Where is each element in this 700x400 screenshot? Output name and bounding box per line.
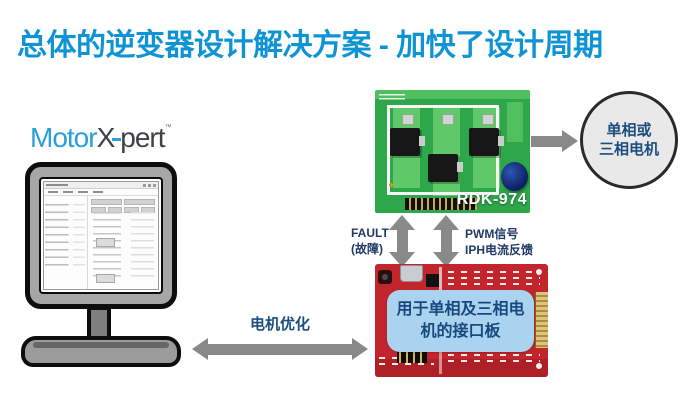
pcb-marker: [389, 183, 393, 187]
logo-trademark: ™: [164, 124, 172, 131]
maximize-icon: [148, 183, 151, 187]
app-form-fields: [93, 210, 154, 285]
pwm-label-line2: IPH电流反馈: [465, 242, 534, 257]
pwm-signal-arrow: [433, 215, 459, 267]
pcb-pad: [482, 114, 494, 125]
menu-item: [93, 191, 103, 193]
monitor-screen: [39, 177, 163, 294]
app-control-panel: [88, 196, 158, 289]
motorxpert-app-window: [43, 181, 159, 290]
inverter-board-photo: RDK-974: [375, 90, 530, 213]
caption-line1: 用于单相及三相电: [396, 301, 525, 319]
fault-label: FAULT (故障): [351, 226, 389, 257]
capacitor: [501, 162, 528, 191]
app-tabs-row1: [91, 199, 155, 205]
monitor-base: [21, 336, 181, 367]
edge-connector: [535, 292, 548, 348]
power-transistor: [390, 128, 425, 156]
pin-labels: [448, 277, 540, 279]
fault-signal-arrow: [389, 215, 415, 267]
motor-label-line2: 三相电机: [598, 141, 659, 158]
push-button: [378, 270, 392, 284]
pcb-slot: [439, 267, 442, 305]
arrow-shaft: [531, 135, 562, 147]
motor-label-line1: 单相或: [606, 121, 652, 139]
tab: [124, 199, 155, 205]
tab: [91, 199, 123, 205]
monitor-neck: [87, 306, 111, 340]
pin-labels: [379, 363, 434, 365]
caption-line2: 机的接口板: [420, 323, 501, 340]
pwm-label-line1: PWM信号: [465, 227, 519, 241]
minimize-icon: [143, 183, 146, 187]
app-title-text: [46, 184, 68, 186]
fault-label-line1: FAULT: [351, 226, 389, 240]
pin-labels: [448, 354, 540, 356]
pin-labels: [448, 360, 540, 362]
arrow-head-right-icon: [352, 338, 368, 360]
pcb-pad: [442, 114, 454, 125]
app-button: [96, 274, 116, 283]
mounting-hole: [536, 363, 542, 369]
smd-component: [426, 274, 439, 287]
optimization-label: 电机优化: [249, 316, 310, 333]
arrow-head-right-icon: [562, 130, 578, 152]
arrow-head-down-icon: [389, 252, 415, 267]
app-body: [44, 196, 158, 289]
mounting-hole: [536, 269, 542, 275]
pcb-pad: [402, 114, 414, 125]
logo-motor: Motor: [30, 122, 98, 153]
arrow-head-down-icon: [433, 252, 459, 267]
slide-title: 总体的逆变器设计解决方案 - 加快了设计周期: [17, 29, 603, 62]
app-status-panel: [44, 196, 89, 289]
micro-usb-connector: [400, 265, 423, 282]
menu-item: [63, 191, 73, 193]
logo-pert: pert: [120, 122, 165, 153]
close-icon: [153, 183, 156, 187]
motor-node: 单相或 三相电机: [580, 91, 678, 189]
arrow-head-up-icon: [389, 215, 415, 230]
arrow-to-motor: [531, 130, 578, 152]
pcb-slot: [439, 344, 442, 374]
fault-label-line2: (故障): [351, 241, 383, 256]
menu-item: [48, 191, 58, 193]
pcb-silkscreen-text: [379, 94, 405, 100]
menu-item: [78, 191, 88, 193]
optimization-arrow: [192, 338, 368, 360]
interface-board-caption: 用于单相及三相电 机的接口板: [387, 290, 534, 352]
pwm-label: PWM信号 IPH电流反馈: [465, 227, 533, 258]
app-titlebar: [44, 182, 158, 189]
arrow-shaft: [396, 230, 408, 252]
arrow-head-up-icon: [433, 215, 459, 230]
app-menubar: [44, 189, 158, 196]
power-transistor: [428, 154, 463, 182]
logo-x: X: [96, 122, 116, 153]
pcb-edge: [375, 90, 530, 99]
app-button: [96, 238, 116, 247]
board-label: RDK-974: [456, 191, 527, 208]
arrow-shaft: [208, 343, 352, 355]
pin-labels: [448, 271, 540, 273]
pcb-trace: [507, 102, 523, 142]
arrow-shaft: [440, 230, 452, 252]
pin-header: [405, 198, 477, 210]
power-transistor: [469, 128, 504, 156]
logo-dash: [112, 138, 122, 141]
pin-labels: [448, 283, 540, 285]
monitor: [25, 162, 177, 309]
arrow-head-left-icon: [192, 338, 208, 360]
